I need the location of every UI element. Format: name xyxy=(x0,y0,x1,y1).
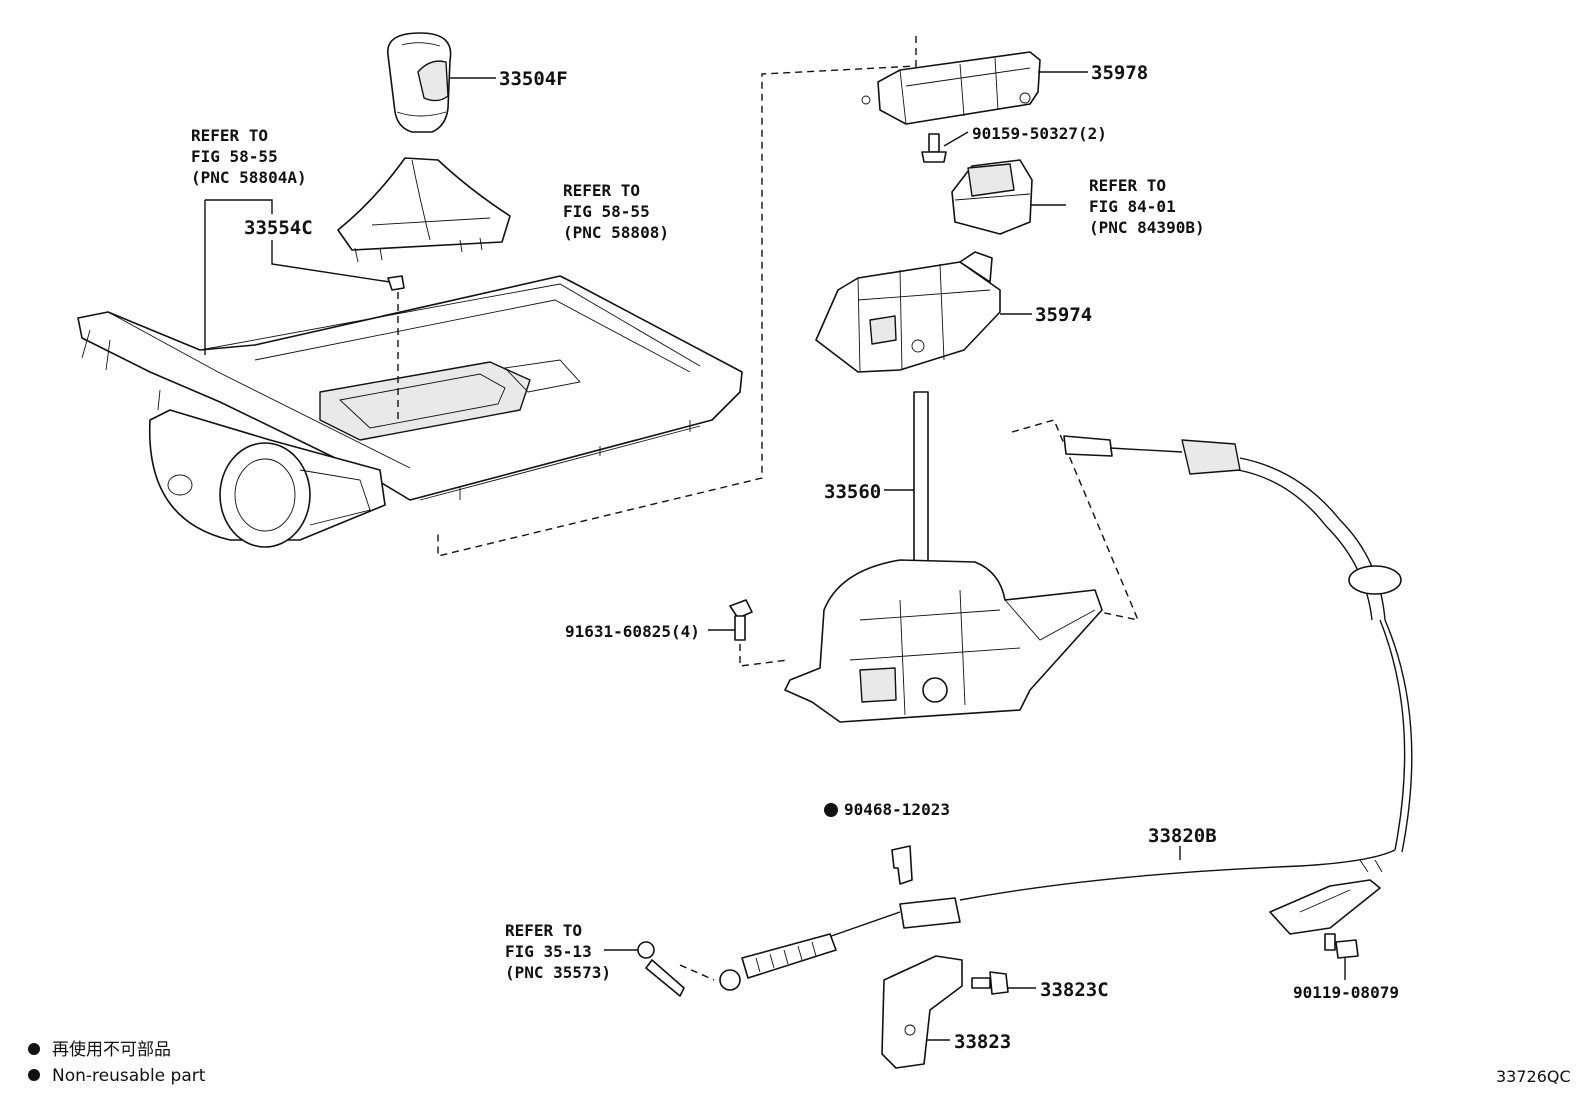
legend-bullet-1 xyxy=(28,1043,40,1055)
legend: 再使用不可部品 Non-reusable part xyxy=(28,1039,206,1086)
switch-84390B-part[interactable] xyxy=(951,159,1033,235)
pin-35573-part[interactable] xyxy=(637,941,685,997)
shift-lever-33560-part[interactable] xyxy=(784,391,1103,723)
refer-note-35573: REFER TO FIG 35-13 (PNC 35573) xyxy=(505,921,611,982)
cable-bracket-part[interactable] xyxy=(1269,879,1381,935)
svg-text:(PNC 58808): (PNC 58808) xyxy=(563,223,669,242)
clip-90468-part[interactable] xyxy=(891,845,913,885)
bracket-33823-part[interactable] xyxy=(881,955,963,1069)
label-33504F: 33504F xyxy=(499,68,568,90)
legend-japanese: 再使用不可部品 xyxy=(52,1039,171,1060)
shift-knob-part[interactable] xyxy=(387,32,452,133)
shift-cable-33820B-part[interactable] xyxy=(719,435,1413,991)
svg-text:REFER TO: REFER TO xyxy=(1089,176,1166,195)
svg-text:(PNC 35573): (PNC 35573) xyxy=(505,963,611,982)
svg-text:REFER TO: REFER TO xyxy=(191,126,268,145)
label-33554C: 33554C xyxy=(244,217,313,239)
bolt-90119-part[interactable] xyxy=(1324,933,1359,959)
svg-text:(PNC 84390B): (PNC 84390B) xyxy=(1089,218,1205,237)
refer-note-58804A: REFER TO FIG 58-55 (PNC 58804A) xyxy=(191,126,307,187)
svg-text:REFER TO: REFER TO xyxy=(505,921,582,940)
label-35978: 35978 xyxy=(1091,62,1148,84)
svg-text:FIG 84-01: FIG 84-01 xyxy=(1089,197,1176,216)
label-90119: 90119-08079 xyxy=(1293,983,1399,1002)
refer-note-84390B: REFER TO FIG 84-01 (PNC 84390B) xyxy=(1089,176,1205,237)
bolt-90159-part[interactable] xyxy=(921,133,947,163)
legend-bullet-2 xyxy=(28,1069,40,1081)
label-35974: 35974 xyxy=(1035,304,1092,326)
legend-english: Non-reusable part xyxy=(52,1066,206,1086)
svg-text:(PNC 58804A): (PNC 58804A) xyxy=(191,168,307,187)
label-33820B: 33820B xyxy=(1148,825,1217,847)
svg-text:REFER TO: REFER TO xyxy=(563,181,640,200)
label-33560: 33560 xyxy=(824,481,881,503)
label-90468: 90468-12023 xyxy=(844,800,950,819)
bolt-33823C-part[interactable] xyxy=(971,971,1009,995)
refer-note-58808: REFER TO FIG 58-55 (PNC 58808) xyxy=(563,181,669,242)
bracket-35978-part[interactable] xyxy=(861,51,1041,125)
label-33823C: 33823C xyxy=(1040,979,1109,1001)
bolt-91631-part[interactable] xyxy=(729,599,753,641)
svg-text:FIG 35-13: FIG 35-13 xyxy=(505,942,592,961)
indicator-housing-35974-part[interactable] xyxy=(815,251,1001,373)
label-90159: 90159-50327(2) xyxy=(972,124,1107,143)
svg-text:FIG 58-55: FIG 58-55 xyxy=(191,147,278,166)
console-panel-part[interactable] xyxy=(77,275,743,548)
label-91631: 91631-60825(4) xyxy=(565,622,700,641)
svg-text:FIG 58-55: FIG 58-55 xyxy=(563,202,650,221)
shift-boot-part[interactable] xyxy=(337,157,511,263)
non-reusable-marker xyxy=(824,803,838,817)
diagram-code: 33726QC xyxy=(1496,1067,1571,1086)
label-33823: 33823 xyxy=(954,1031,1011,1053)
